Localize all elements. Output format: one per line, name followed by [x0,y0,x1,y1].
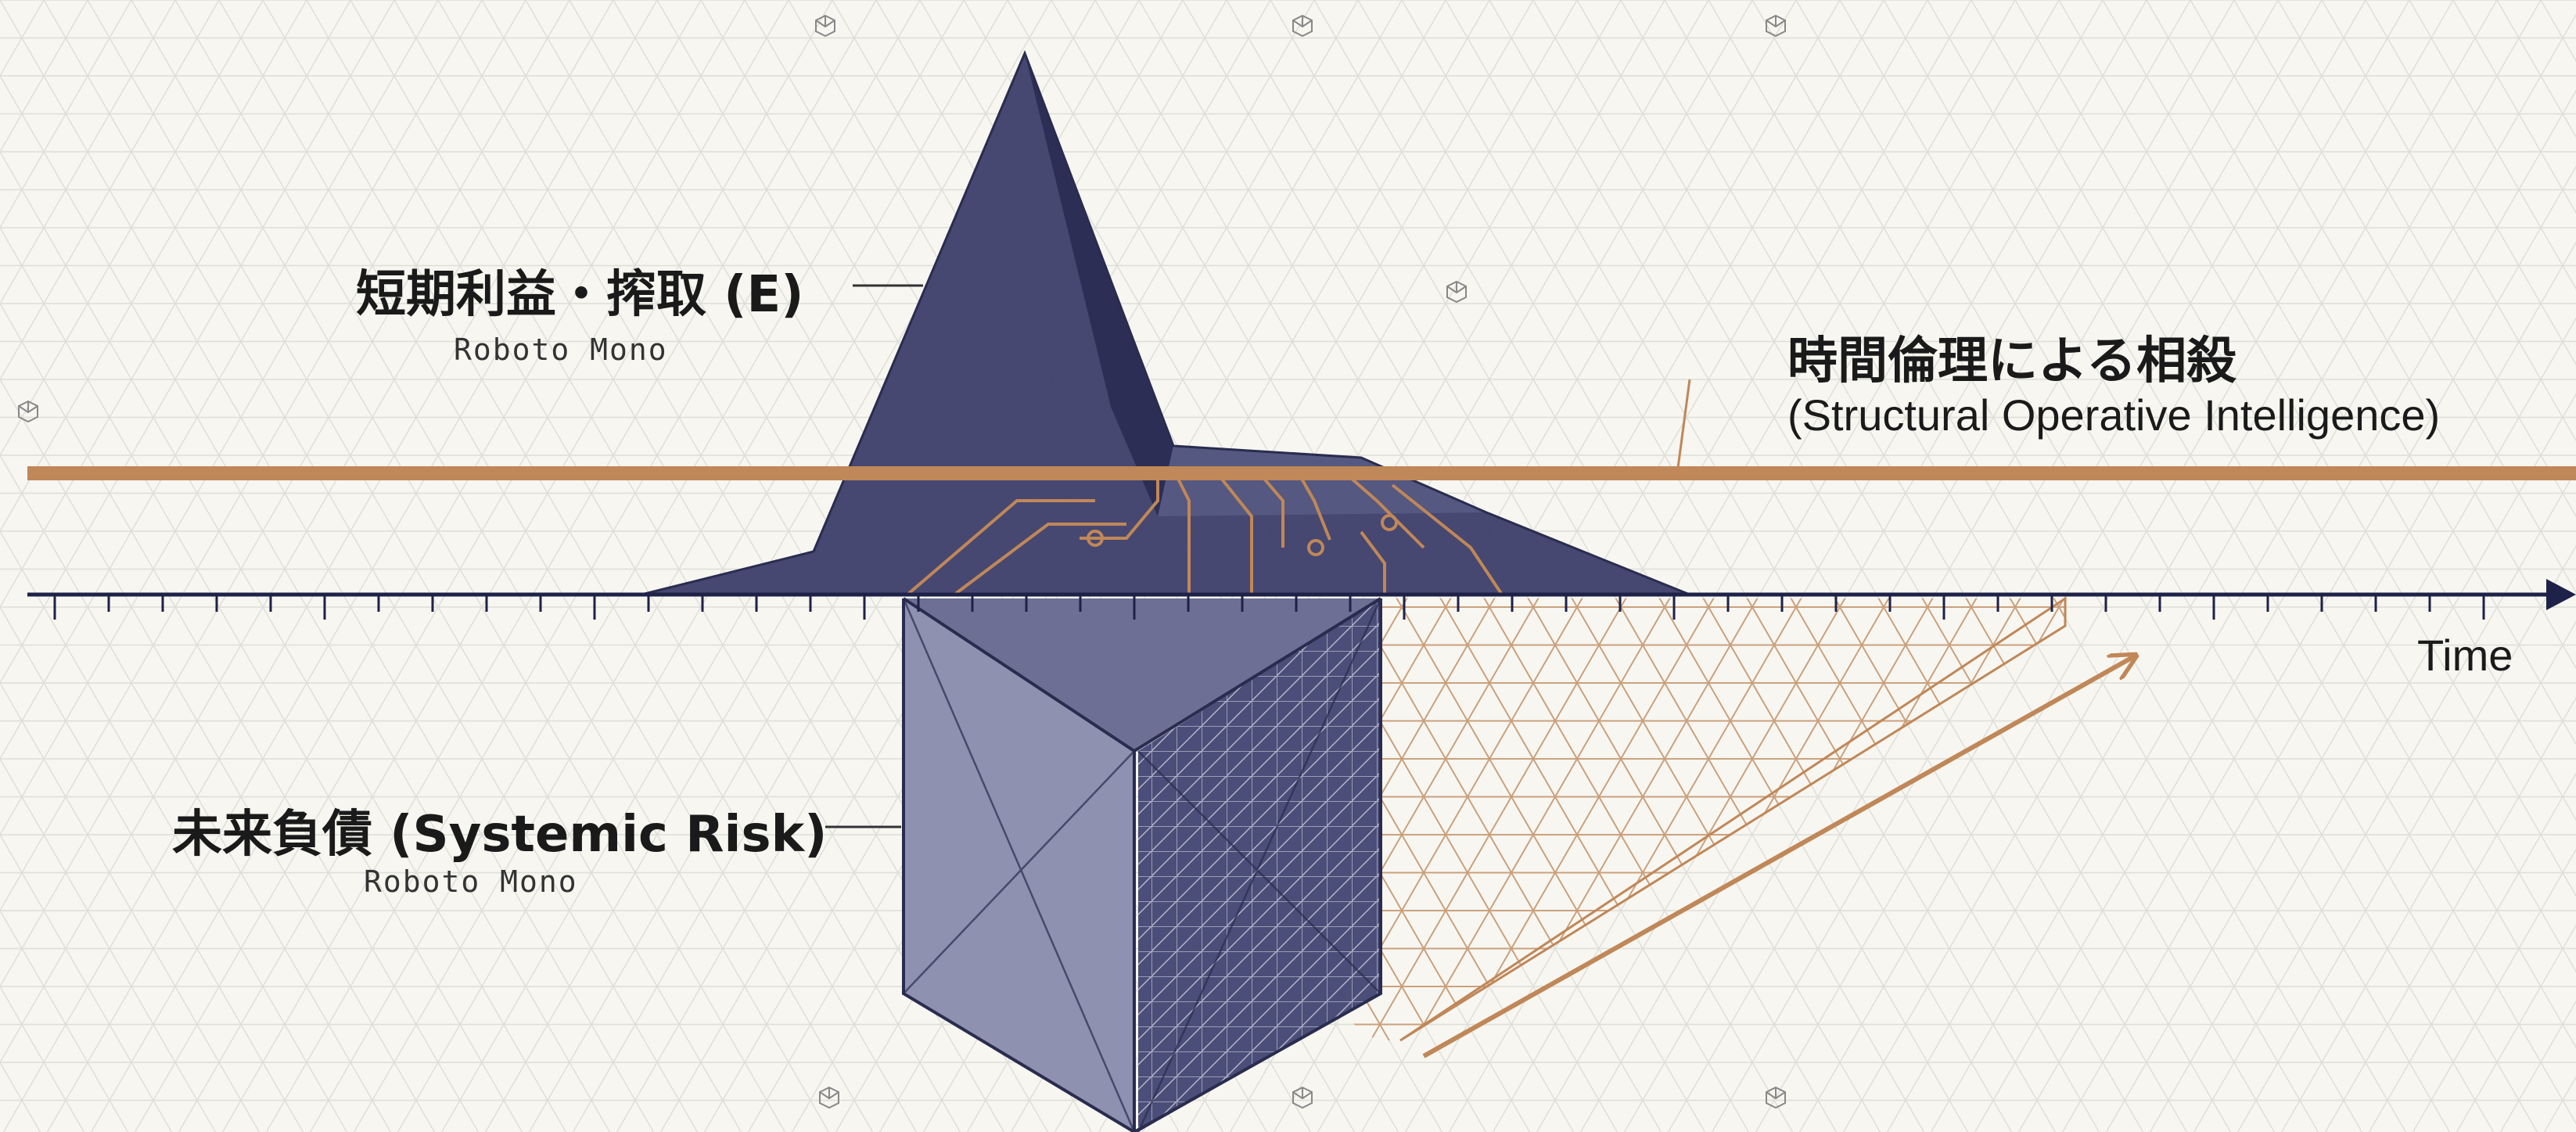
extraction-title: 短期利益・搾取 (E) [356,266,804,324]
extraction-font-note: Roboto Mono [454,332,668,367]
systemic-risk-cube [902,597,1382,1132]
ethics-offset-line [27,466,2576,480]
risk-title: 未来負債 (Systemic Risk) [172,806,828,864]
ethics-leader-line [1676,379,1691,469]
extraction-peak [641,49,1690,596]
future-grid-region [1267,598,2065,1040]
future-grid-outline [1399,596,2067,1042]
ethics-title: 時間倫理による相殺 [1787,332,2237,390]
ethics-subtitle: (Structural Operative Intelligence) [1787,390,2441,440]
decorative-cube-icons [18,14,1786,1109]
risk-font-note: Roboto Mono [364,864,578,899]
time-axis [27,579,2576,620]
time-axis-label: Time [2417,631,2513,680]
future-trend-arrow [1422,656,2136,1058]
